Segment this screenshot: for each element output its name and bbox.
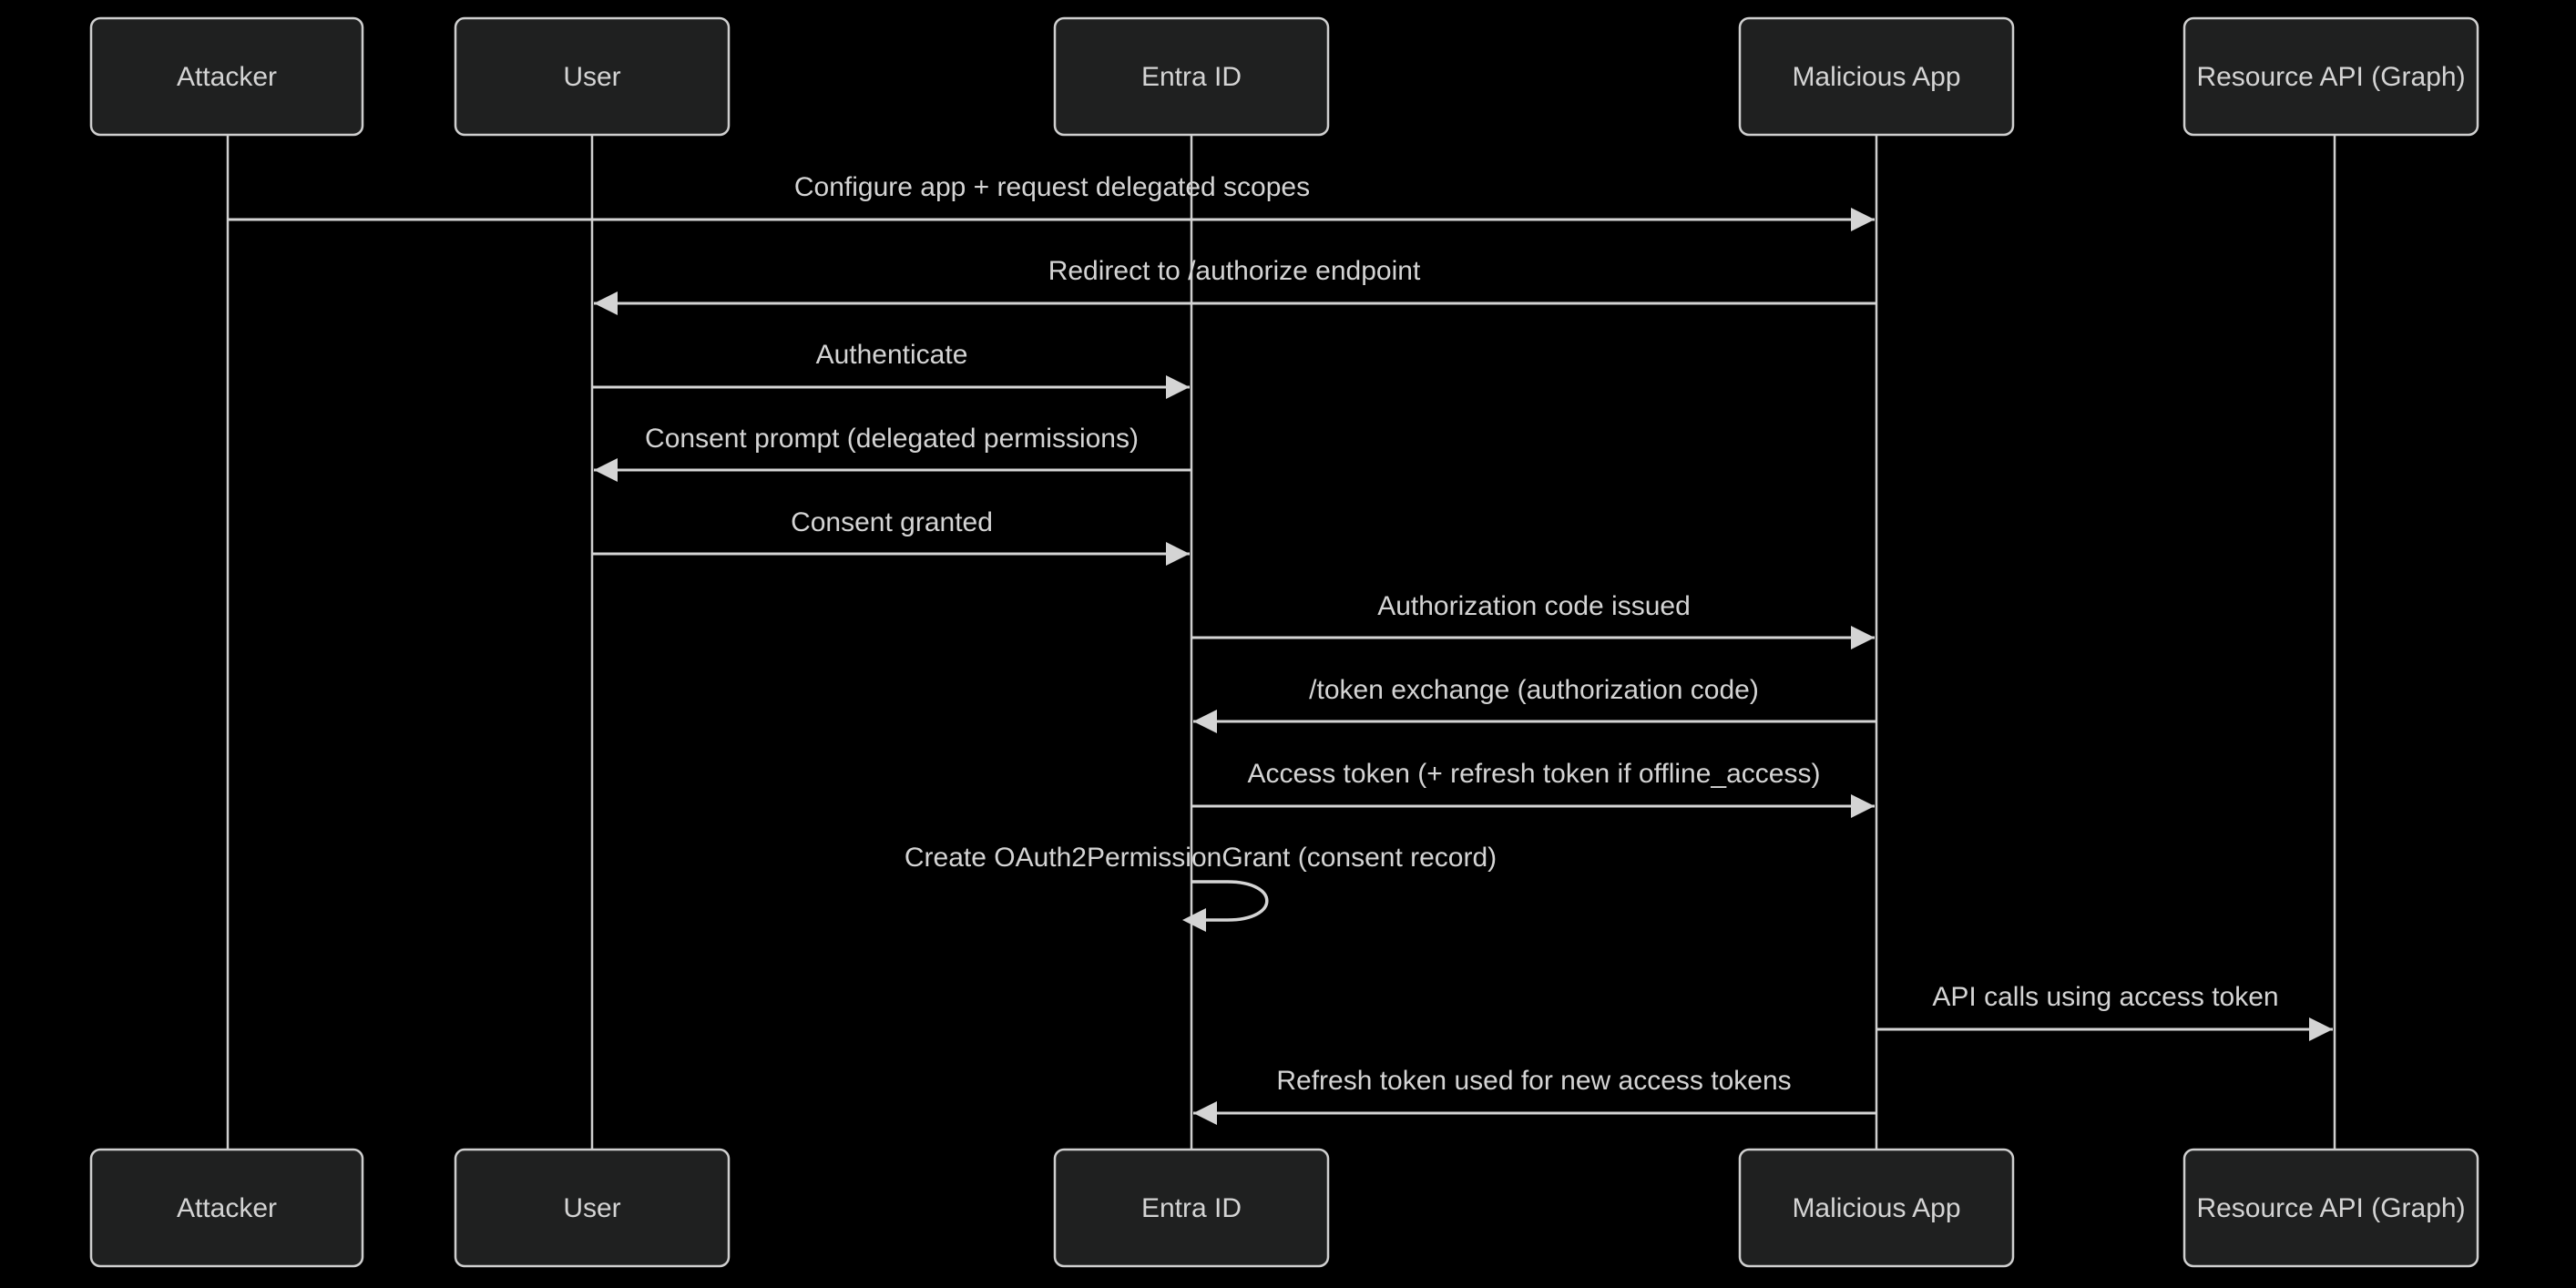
actor-malicious-top[interactable]: Malicious App — [1738, 16, 2015, 137]
message-label-3: Authenticate — [816, 340, 968, 370]
arrowhead-1 — [1851, 208, 1875, 231]
actor-attacker-top[interactable]: Attacker — [89, 16, 364, 137]
actor-entra-top[interactable]: Entra ID — [1053, 16, 1330, 137]
message-5: Consent granted — [592, 507, 1190, 566]
actor-label-attacker: Attacker — [177, 62, 277, 92]
message-group: Configure app + request delegated scopes… — [228, 172, 2333, 1125]
message-3: Authenticate — [592, 340, 1190, 399]
actor-label-resource: Resource API (Graph) — [2196, 62, 2465, 92]
arrowhead-5 — [1166, 542, 1190, 566]
arrowhead-7 — [1193, 710, 1217, 733]
actor-label-entra: Entra ID — [1141, 1193, 1242, 1223]
message-11: Refresh token used for new access tokens — [1193, 1066, 1876, 1125]
actor-label-user: User — [563, 62, 620, 92]
message-label-9: Create OAuth2PermissionGrant (consent re… — [905, 843, 1497, 873]
actor-attacker-bottom[interactable]: Attacker — [89, 1148, 364, 1268]
actor-resource-top[interactable]: Resource API (Graph) — [2182, 16, 2479, 137]
message-4: Consent prompt (delegated permissions) — [594, 424, 1191, 482]
message-10: API calls using access token — [1876, 982, 2333, 1041]
message-label-10: API calls using access token — [1932, 982, 2278, 1012]
message-label-7: /token exchange (authorization code) — [1309, 675, 1759, 705]
message-label-5: Consent granted — [791, 507, 993, 537]
message-label-6: Authorization code issued — [1377, 591, 1691, 621]
message-7: /token exchange (authorization code) — [1193, 675, 1876, 733]
actor-boxes-bottom: Attacker User Entra ID Malicious App Resourc… — [89, 1148, 2479, 1268]
actor-label-user: User — [563, 1193, 620, 1223]
message-8: Access token (+ refresh token if offline… — [1191, 759, 1875, 818]
actor-malicious-bottom[interactable]: Malicious App — [1738, 1148, 2015, 1268]
actor-label-malicious: Malicious App — [1792, 1193, 1960, 1223]
message-label-4: Consent prompt (delegated permissions) — [645, 424, 1139, 454]
actor-user-top[interactable]: User — [454, 16, 731, 137]
actor-boxes-top: Attacker User Entra ID Malicious App Resourc… — [89, 16, 2479, 137]
message-9: Create OAuth2PermissionGrant (consent re… — [905, 843, 1497, 932]
actor-box-user[interactable] — [454, 1148, 731, 1268]
message-6: Authorization code issued — [1191, 591, 1875, 649]
actor-label-malicious: Malicious App — [1792, 62, 1960, 92]
message-1: Configure app + request delegated scopes — [228, 172, 1875, 231]
actor-box-malicious[interactable] — [1738, 1148, 2015, 1268]
actor-entra-bottom[interactable]: Entra ID — [1053, 1148, 1330, 1268]
arrowhead-10 — [2309, 1017, 2333, 1041]
actor-box-entra[interactable] — [1053, 1148, 1330, 1268]
actor-box-entra[interactable] — [1053, 16, 1330, 137]
actor-resource-bottom[interactable]: Resource API (Graph) — [2182, 1148, 2479, 1268]
message-label-8: Access token (+ refresh token if offline… — [1248, 759, 1821, 789]
message-2: Redirect to /authorize endpoint — [594, 256, 1876, 315]
arrowhead-4 — [594, 458, 618, 482]
actor-label-attacker: Attacker — [177, 1193, 277, 1223]
actor-box-user[interactable] — [454, 16, 731, 137]
message-label-1: Configure app + request delegated scopes — [794, 172, 1310, 202]
actor-box-malicious[interactable] — [1738, 16, 2015, 137]
actor-box-attacker[interactable] — [89, 1148, 364, 1268]
actor-box-attacker[interactable] — [89, 16, 364, 137]
actor-label-entra: Entra ID — [1141, 62, 1242, 92]
actor-box-resource[interactable] — [2182, 16, 2479, 137]
self-message-loop — [1191, 880, 1269, 922]
arrowhead-2 — [594, 291, 618, 315]
arrowhead-6 — [1851, 626, 1875, 649]
actor-box-resource[interactable] — [2182, 1148, 2479, 1268]
arrowhead-9 — [1182, 908, 1206, 932]
arrowhead-3 — [1166, 375, 1190, 399]
message-label-2: Redirect to /authorize endpoint — [1048, 256, 1421, 286]
arrowhead-8 — [1851, 794, 1875, 818]
message-label-11: Refresh token used for new access tokens — [1276, 1066, 1791, 1096]
actor-label-resource: Resource API (Graph) — [2196, 1193, 2465, 1223]
actor-user-bottom[interactable]: User — [454, 1148, 731, 1268]
arrowhead-11 — [1193, 1101, 1217, 1125]
